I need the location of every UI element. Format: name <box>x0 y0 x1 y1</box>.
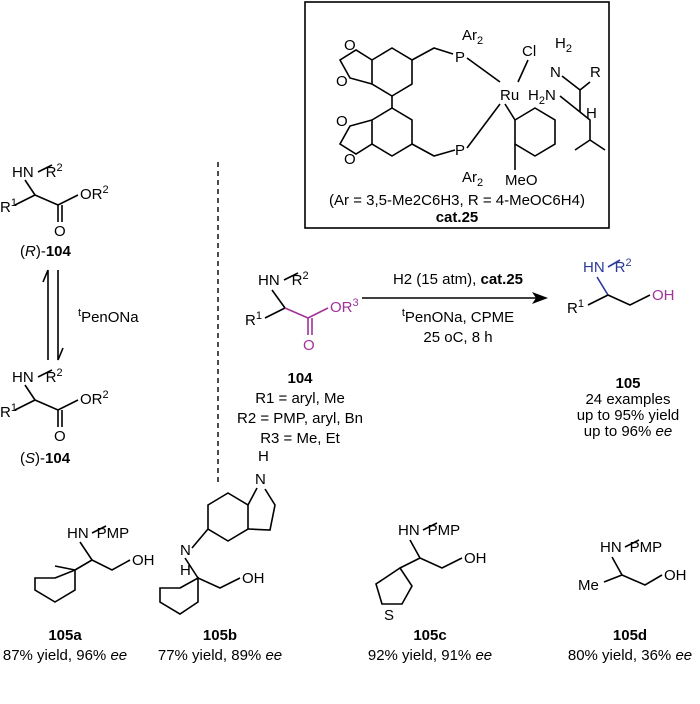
or2: OR2 <box>80 389 109 408</box>
conditions-temp: 25 oC, 8 h <box>423 329 492 346</box>
example-label: 105d <box>613 627 647 644</box>
catalyst-structure: O O O O P P Ar2 Ar2 Ru Cl H2N H2 N R H M… <box>336 27 606 189</box>
ar2-top: Ar2 <box>462 27 483 47</box>
carbonyl-o: O <box>303 337 315 354</box>
example-yield: 80% yield, 36% ee <box>568 647 692 664</box>
substrate-label: 104 <box>287 370 313 387</box>
o-atom: O <box>344 151 356 168</box>
r1: R1 <box>0 197 17 216</box>
phosphorus-bottom: P <box>455 142 465 159</box>
hydroxyl: OH <box>652 287 675 304</box>
catalyst-definition: (Ar = 3,5-Me2C6H3, R = 4-MeOC6H4) <box>329 192 585 209</box>
max-ee: up to 96% ee <box>584 423 672 440</box>
example-yield: 92% yield, 91% ee <box>368 647 492 664</box>
r1: R1 <box>0 402 17 421</box>
nh2-inner: H2N <box>528 87 556 107</box>
hydroxyl: OH <box>664 567 687 584</box>
o-atom: O <box>336 113 348 130</box>
n-atom: N <box>550 64 561 81</box>
product-label: 105 <box>615 375 640 392</box>
phosphorus-top: P <box>455 49 465 66</box>
ruthenium: Ru <box>500 87 519 104</box>
or3: OR3 <box>330 297 359 316</box>
hydroxyl: OH <box>242 570 265 587</box>
example-count: 24 examples <box>585 391 670 408</box>
catalyst-label: cat.25 <box>436 209 479 226</box>
conditions-solvent: tPenONa, CPME <box>402 307 514 326</box>
nh2-outer: H2 <box>555 35 572 55</box>
indole-nh: N <box>255 471 266 488</box>
example-label: 105a <box>48 627 82 644</box>
arrowhead-icon <box>532 292 548 304</box>
catalyst-box <box>304 1 610 229</box>
amine-h: H <box>180 562 191 579</box>
carbonyl-o: O <box>54 428 66 445</box>
max-yield: up to 95% yield <box>577 407 680 424</box>
carbonyl-o: O <box>54 223 66 240</box>
methyl: Me <box>578 577 599 594</box>
substituent-r1: R1 = aryl, Me <box>255 390 345 407</box>
base-label: tPenONa <box>78 307 139 326</box>
ar2-bottom: Ar2 <box>462 169 483 189</box>
sulfur: S <box>384 607 394 624</box>
equilibrium-arrows <box>42 269 64 361</box>
hydroxyl: OH <box>132 552 155 569</box>
o-atom: O <box>344 37 356 54</box>
h-atom: H <box>586 105 597 122</box>
s-104-label: (S)-104 <box>20 450 71 467</box>
or2: OR2 <box>80 184 109 203</box>
substituent-r3: R3 = Me, Et <box>260 430 340 447</box>
example-label: 105b <box>203 627 237 644</box>
r-group: R <box>590 64 601 81</box>
example-105b: N H N H OH <box>159 448 276 615</box>
r-104-label: (R)-104 <box>20 243 72 260</box>
substituent-r2: R2 = PMP, aryl, Bn <box>237 410 363 427</box>
conditions-above: H2 (15 atm), cat.25 <box>393 271 523 288</box>
example-label: 105c <box>413 627 446 644</box>
hydroxyl: OH <box>464 550 487 567</box>
o-atom: O <box>336 73 348 90</box>
h-atom: H <box>258 448 269 465</box>
methoxy: MeO <box>505 172 538 189</box>
amine-n: N <box>180 542 191 559</box>
chloride: Cl <box>522 43 536 60</box>
example-yield: 87% yield, 96% ee <box>3 647 127 664</box>
example-yield: 77% yield, 89% ee <box>158 647 282 664</box>
r1: R1 <box>567 298 584 317</box>
r1: R1 <box>245 310 262 329</box>
